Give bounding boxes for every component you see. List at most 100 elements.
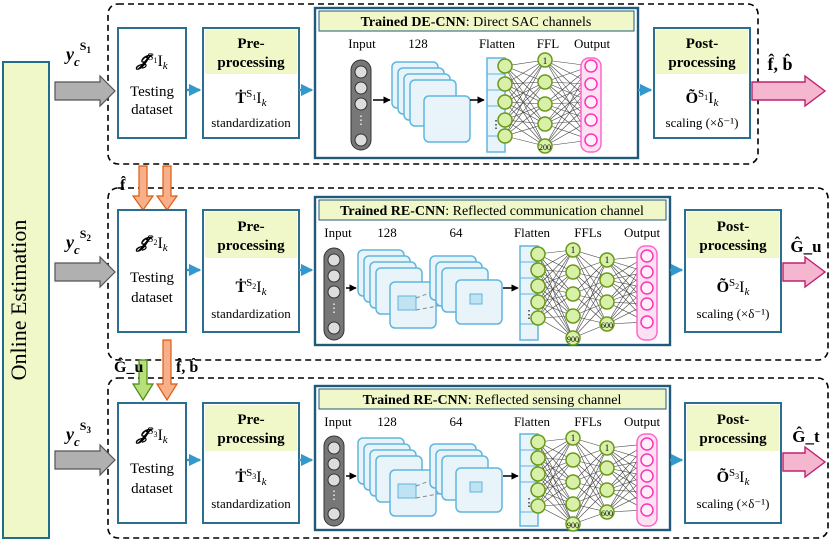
stage1-label-ffl: FFL	[537, 36, 559, 51]
stage2-testing-label-2: dataset	[131, 290, 173, 306]
stage1-testing-label-2: dataset	[131, 102, 173, 118]
stage1-pre-title-2: processing	[217, 55, 285, 71]
stage1-pre-title-1: Pre-	[237, 36, 264, 52]
online-estimation-panel: Online Estimation	[2, 61, 50, 539]
output-neuron	[640, 265, 654, 279]
online-estimation-label: Online Estimation	[6, 220, 31, 381]
ffl-neuron	[565, 308, 581, 324]
stage2-testing-box	[117, 209, 187, 333]
ffl-neuron	[497, 58, 513, 74]
stage1-label-flatten: Flatten	[479, 36, 516, 51]
stage3-label-64: 64	[450, 414, 464, 429]
stage3-conv-stack-128	[357, 437, 437, 517]
stage2-output-neurons	[640, 249, 654, 329]
stage2-label-64: 64	[450, 225, 464, 240]
ffl-neuron	[599, 272, 615, 288]
feed-fb-label: f̂, b̂	[176, 357, 198, 376]
output-neuron	[584, 133, 598, 147]
ffl-neuron	[599, 316, 615, 332]
stage3-pre-desc: standardization	[211, 496, 291, 511]
stage2-conv-stack-64	[429, 255, 503, 325]
stage1-post-title-1: Post-	[686, 36, 719, 52]
stage1-input-label: ycS1	[64, 39, 91, 69]
stage3-output-arrow	[782, 445, 827, 479]
stage3-input-label: ycS3	[64, 419, 91, 449]
stage2-conv-stack-128	[357, 249, 437, 329]
stage3-post-symbol: ÕS3Ik	[717, 466, 751, 488]
stage2-label-input: Input	[324, 225, 352, 240]
ffl-neuron	[530, 482, 546, 498]
stage-1: ycS1 𝓙̇S1Ik Testing dataset Pre- process…	[54, 6, 827, 160]
output-neuron	[640, 249, 654, 263]
stage3-neuron-label-1: 1	[571, 433, 576, 443]
svg-text:⋮: ⋮	[491, 119, 502, 131]
feed-f-label: f̂	[120, 175, 126, 194]
output-neuron	[640, 485, 654, 499]
ffl-neuron	[530, 310, 546, 326]
ffl-neuron	[537, 52, 553, 68]
stage3-label-input: Input	[324, 414, 352, 429]
ffl-neuron	[530, 466, 546, 482]
svg-text:⋮: ⋮	[355, 113, 367, 127]
stage2-neuron-label-1b: 1	[605, 255, 610, 265]
stage3-testing-label-2: dataset	[131, 481, 173, 497]
stage2-post-title-2: processing	[699, 238, 767, 254]
ffl-neuron	[565, 496, 581, 512]
stage2-post-symbol: ÕS2Ik	[717, 276, 751, 298]
stage3-input-arrow	[54, 443, 116, 477]
f-feed-arrow-1	[131, 165, 155, 212]
stage3-label-ffls: FFLs	[574, 414, 601, 429]
stage3-ffl-neurons	[530, 430, 615, 532]
ffl-neuron	[565, 474, 581, 490]
stage2-post-title-1: Post-	[717, 219, 750, 235]
output-neuron	[584, 113, 598, 127]
output-neuron	[640, 469, 654, 483]
ffl-neuron	[530, 498, 546, 514]
stage1-neuron-label-first: 1	[543, 56, 548, 66]
stage3-testing-label-1: Testing	[130, 461, 174, 477]
stage2-label-flatten: Flatten	[514, 225, 551, 240]
stage1-output-neurons	[584, 59, 598, 147]
stage2-pre-title-2: processing	[217, 238, 285, 254]
stage1-neuron-label-last: 200	[539, 143, 551, 152]
output-neuron	[640, 315, 654, 329]
stage1-label-output: Output	[574, 36, 611, 51]
stage3-output-label: Ĝ_t	[792, 426, 820, 446]
stage3-post-title-1: Post-	[717, 412, 750, 428]
ffl-neuron	[599, 504, 615, 520]
stage1-label-input: Input	[348, 36, 376, 51]
stage2-testing-label-1: Testing	[130, 270, 174, 286]
stage2-output-label: Ĝ_u	[790, 236, 821, 256]
stage2-post-desc: scaling (×δ⁻¹)	[697, 306, 770, 321]
stage3-pre-symbol: ṪS3Ik	[235, 467, 267, 488]
svg-text:⋮: ⋮	[524, 497, 535, 509]
stage3-post-desc: scaling (×δ⁻¹)	[697, 496, 770, 511]
stage2-pre-title-1: Pre-	[237, 219, 264, 235]
stage1-testing-label-1: Testing	[130, 84, 174, 100]
ffl-neuron	[530, 294, 546, 310]
ffl-neuron	[530, 450, 546, 466]
feed-arrows: f̂ Ĝ_u f̂, b̂	[114, 165, 198, 402]
output-neuron	[584, 59, 598, 73]
stage1-pre-header	[205, 30, 297, 74]
stage3-output-neurons	[640, 437, 654, 517]
stage3-boundary	[107, 377, 829, 539]
stage1-cnn-header	[318, 10, 635, 32]
ffl-neuron	[497, 76, 513, 92]
output-neuron	[640, 437, 654, 451]
stage2-input-label: ycS2	[64, 227, 91, 257]
stage2-cnn-title: Trained RE-CNN: Reflected communication …	[340, 204, 644, 219]
output-neuron	[640, 503, 654, 517]
output-neuron	[640, 453, 654, 467]
stage2-label-128: 128	[377, 225, 397, 240]
stage3-post-title-2: processing	[699, 431, 767, 447]
output-neuron	[640, 297, 654, 311]
stage3-pre-title-2: processing	[217, 431, 285, 447]
stage3-cnn-title: Trained RE-CNN: Reflected sensing channe…	[363, 393, 622, 408]
stage-3: ycS3 𝓙̇S3Ik Testing dataset Pre- process…	[54, 384, 827, 532]
stage1-testing-box	[117, 27, 187, 139]
stage2-label-output: Output	[624, 225, 661, 240]
stage2-output-arrow	[782, 255, 827, 289]
stage3-neuron-label-1b: 1	[605, 443, 610, 453]
stage2-pre-symbol: ṪS2Ik	[235, 277, 267, 298]
